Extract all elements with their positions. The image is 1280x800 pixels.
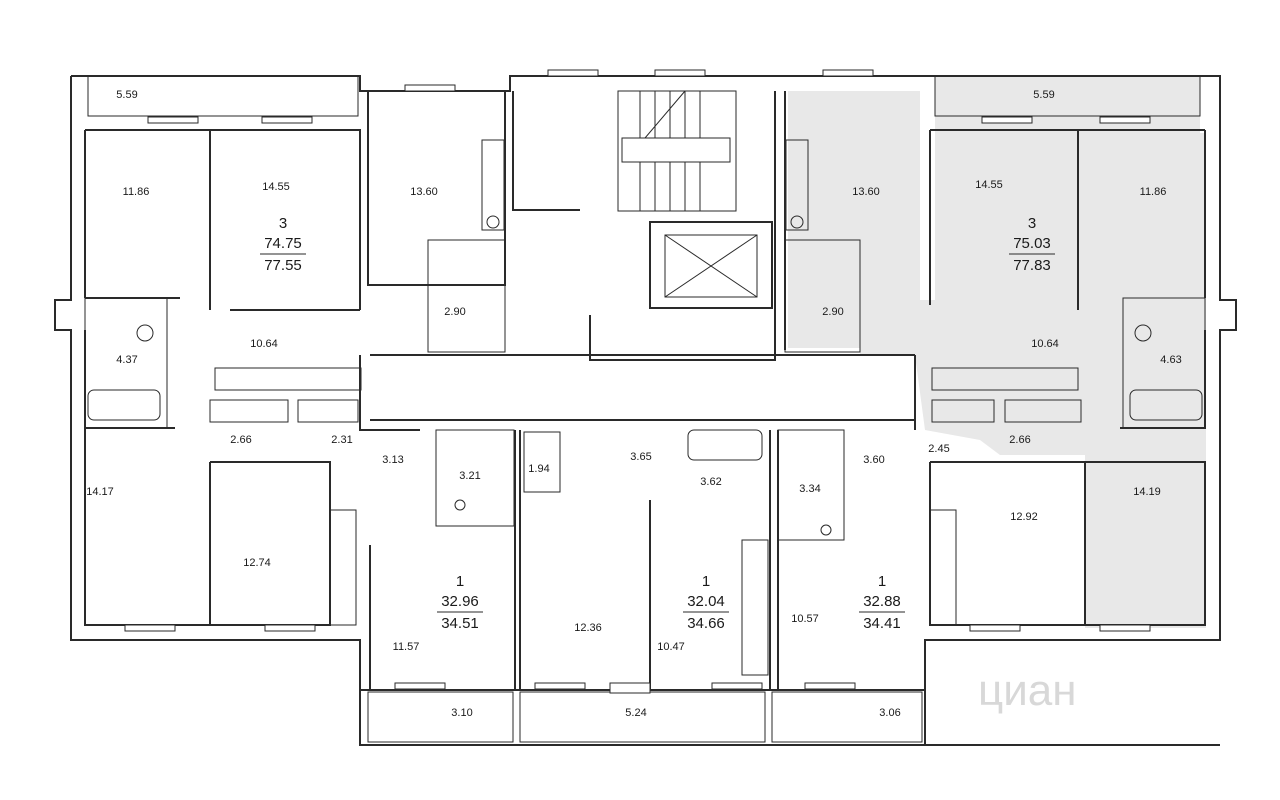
room-area: 5.59 (1033, 89, 1054, 101)
room-area: 5.59 (116, 89, 137, 101)
room-area: 11.86 (1140, 186, 1167, 198)
apt-1c-rooms: 1 (878, 573, 886, 590)
room-area: 3.06 (879, 707, 900, 719)
apt-1b-rooms: 1 (702, 573, 710, 590)
apt-right-3-living: 75.03 (1013, 235, 1051, 252)
room-area: 10.47 (657, 641, 685, 653)
room-area: 3.34 (799, 483, 820, 495)
room-area-labels: 5.59 11.86 14.55 13.60 2.90 10.64 4.37 2… (86, 89, 1181, 719)
room-area: 3.62 (700, 476, 721, 488)
apt-1a-total: 34.51 (441, 615, 479, 632)
apt-left-3-living: 74.75 (264, 235, 302, 252)
room-area: 2.45 (928, 443, 949, 455)
room-area: 12.36 (574, 622, 602, 634)
elevator (649, 221, 773, 309)
apt-left-3-total: 77.55 (264, 257, 302, 274)
room-area: 2.66 (230, 434, 251, 446)
stairwell (617, 90, 737, 212)
highlighted-apartment-fill (788, 76, 1206, 628)
room-area: 4.63 (1160, 354, 1181, 366)
apartment-labels: 3 74.75 77.55 3 75.03 77.83 1 32.96 34.5… (260, 215, 1055, 632)
apt-1a-rooms: 1 (456, 573, 464, 590)
room-area: 10.57 (791, 613, 819, 625)
room-area: 3.13 (382, 454, 403, 466)
room-area: 14.19 (1133, 486, 1161, 498)
apt-right-3-rooms: 3 (1028, 215, 1036, 232)
apt-1c-total: 34.41 (863, 615, 901, 632)
room-area: 3.10 (451, 707, 472, 719)
room-area: 13.60 (410, 186, 438, 198)
bathroom-fixtures (84, 139, 1206, 676)
room-area: 3.65 (630, 451, 651, 463)
apt-left-3-rooms: 3 (279, 215, 287, 232)
apt-1b-living: 32.04 (687, 593, 725, 610)
room-area: 11.86 (123, 186, 150, 198)
apt-1c-living: 32.88 (863, 593, 901, 610)
room-area: 2.90 (444, 306, 465, 318)
apt-1a-living: 32.96 (441, 593, 479, 610)
room-area: 12.92 (1010, 511, 1038, 523)
room-area: 12.74 (243, 557, 271, 569)
room-area: 14.55 (262, 181, 290, 193)
room-area: 5.24 (625, 707, 646, 719)
room-area: 10.64 (250, 338, 278, 350)
room-area: 10.64 (1031, 338, 1059, 350)
room-area: 14.55 (975, 179, 1003, 191)
windows (124, 69, 1151, 694)
closets (209, 367, 1082, 493)
room-area: 3.21 (459, 470, 480, 482)
room-area: 13.60 (852, 186, 880, 198)
room-area: 4.37 (116, 354, 137, 366)
room-area: 2.66 (1009, 434, 1030, 446)
room-area: 3.60 (863, 454, 884, 466)
apt-right-3-total: 77.83 (1013, 257, 1051, 274)
room-area: 2.31 (331, 434, 352, 446)
watermark-text: циан (978, 666, 1077, 715)
apt-1b-total: 34.66 (687, 615, 725, 632)
room-area: 14.17 (86, 486, 114, 498)
room-area: 11.57 (393, 641, 420, 653)
room-area: 1.94 (528, 463, 549, 475)
room-area: 2.90 (822, 306, 843, 318)
